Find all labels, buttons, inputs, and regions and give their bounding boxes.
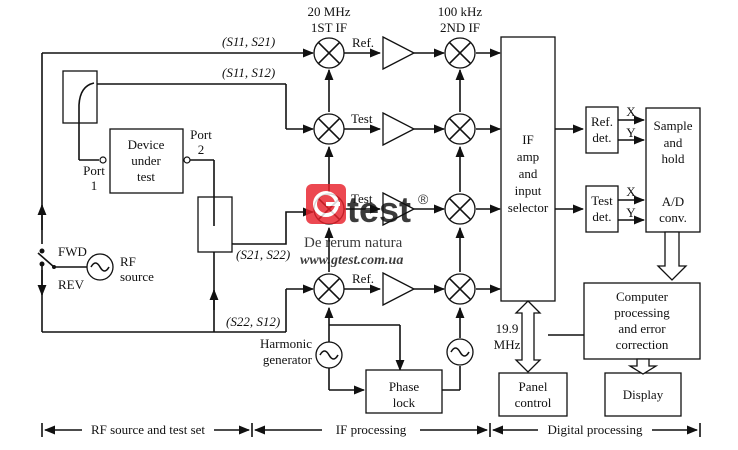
if-amp-selector-block bbox=[500, 36, 556, 302]
directional-coupler-port1 bbox=[62, 70, 98, 124]
computer-line-1: Computer bbox=[616, 289, 669, 304]
second-lo-source bbox=[446, 338, 474, 366]
section-divider bbox=[41, 423, 701, 437]
rev-label: REV bbox=[58, 277, 85, 292]
ref-det-line-1: Ref. bbox=[591, 114, 613, 129]
sample-line-1: Sample bbox=[654, 118, 693, 133]
amplifier-test-2 bbox=[382, 191, 416, 227]
watermark-logo-letters: test bbox=[347, 189, 411, 230]
panel-line-1: Panel bbox=[519, 379, 548, 394]
freq-199-label: 19.9 bbox=[496, 321, 519, 336]
test-det-line-2: det. bbox=[592, 209, 611, 224]
computer-line-2: processing bbox=[614, 305, 670, 320]
computer-block bbox=[583, 282, 701, 360]
port1-terminal bbox=[99, 156, 107, 164]
freq-mhz-label: MHz bbox=[494, 337, 521, 352]
sample-line-3: hold bbox=[661, 151, 685, 166]
computer-line-3: and error bbox=[618, 321, 666, 336]
mixer-2nd-ref-2 bbox=[444, 273, 476, 305]
dut-line-1: Device bbox=[128, 137, 165, 152]
watermark-registered: ® bbox=[418, 191, 429, 207]
section-if-label: IF processing bbox=[336, 422, 407, 437]
mixer-2nd-test-2 bbox=[444, 193, 476, 225]
panel-line-2: control bbox=[515, 395, 552, 410]
test-det-block bbox=[585, 185, 619, 233]
y-bottom-label: Y bbox=[626, 205, 636, 220]
directional-coupler-port2 bbox=[197, 196, 233, 253]
mixer-test-1 bbox=[313, 113, 345, 145]
harmonic-label: Harmonic bbox=[260, 336, 312, 351]
section-digital-label: Digital processing bbox=[548, 422, 643, 437]
mixer-2nd-test-1 bbox=[444, 113, 476, 145]
test-mid-label: Test bbox=[351, 191, 373, 206]
amplifier-ref-1 bbox=[382, 35, 416, 71]
s11-s12-label: (S11, S12) bbox=[222, 65, 275, 80]
port2-number: 2 bbox=[198, 142, 205, 157]
y-top-label: Y bbox=[626, 125, 636, 140]
dut-line-3: test bbox=[137, 169, 155, 184]
ad-line-2: conv. bbox=[659, 210, 687, 225]
display-block bbox=[604, 372, 682, 417]
ref-top-label: Ref. bbox=[352, 35, 374, 50]
if-amp-line-3: and bbox=[519, 166, 538, 181]
mixer-ref-1 bbox=[313, 37, 345, 69]
if-amp-line-2: amp bbox=[517, 149, 539, 164]
s11-s21-label: (S11, S21) bbox=[222, 34, 275, 49]
test-top-label: Test bbox=[351, 111, 373, 126]
ref-det-block bbox=[585, 106, 619, 154]
if1-label: 1ST IF bbox=[311, 20, 347, 35]
watermark: test ® De rerum natura www.gtest.com.ua bbox=[300, 184, 429, 268]
ref-det-line-2: det. bbox=[592, 130, 611, 145]
panel-control-block bbox=[498, 372, 568, 417]
x-top-label: X bbox=[626, 104, 636, 119]
fwd-rev-switch bbox=[37, 248, 56, 269]
computer-line-4: correction bbox=[616, 337, 669, 352]
port1-label: Port bbox=[83, 163, 105, 178]
s22-s12-label: (S22, S12) bbox=[226, 314, 280, 329]
device-under-test bbox=[109, 128, 184, 194]
display-label: Display bbox=[623, 387, 664, 402]
if2-label: 2ND IF bbox=[440, 20, 480, 35]
phase-line-1: Phase bbox=[389, 379, 420, 394]
if-amplifiers bbox=[382, 35, 416, 307]
phase-line-2: lock bbox=[393, 395, 416, 410]
mixer-ref-2 bbox=[313, 273, 345, 305]
if-amp-line-4: input bbox=[515, 183, 542, 198]
amplifier-ref-2 bbox=[382, 271, 416, 307]
ad-line-1: A/D bbox=[662, 194, 684, 209]
rf-source-label: RF bbox=[120, 254, 136, 269]
if1-freq-label: 20 MHz bbox=[308, 4, 351, 19]
test-det-line-1: Test bbox=[591, 193, 613, 208]
if-amp-line-5: selector bbox=[508, 200, 549, 215]
harmonic-generator bbox=[315, 341, 343, 369]
s21-s22-label: (S21, S22) bbox=[236, 247, 290, 262]
sample-line-2: and bbox=[664, 135, 683, 150]
amplifier-test-1 bbox=[382, 111, 416, 147]
port1-number: 1 bbox=[91, 178, 98, 193]
x-bottom-label: X bbox=[626, 184, 636, 199]
bus-arrows bbox=[514, 231, 688, 375]
rf-source-label-2: source bbox=[120, 269, 154, 284]
fwd-label: FWD bbox=[58, 244, 87, 259]
mixer-2nd-ref-1 bbox=[444, 37, 476, 69]
port2-terminal bbox=[183, 156, 191, 164]
section-rf-label: RF source and test set bbox=[91, 422, 205, 437]
dut-line-2: under bbox=[131, 153, 161, 168]
generator-label: generator bbox=[263, 352, 313, 367]
ref-bottom-label: Ref. bbox=[352, 271, 374, 286]
rf-source bbox=[86, 253, 114, 281]
phase-lock-block bbox=[365, 369, 443, 414]
watermark-url: www.gtest.com.ua bbox=[300, 253, 403, 268]
port2-label: Port bbox=[190, 127, 212, 142]
if2-freq-label: 100 kHz bbox=[438, 4, 483, 19]
watermark-tagline: De rerum natura bbox=[304, 235, 403, 251]
if-amp-line-1: IF bbox=[522, 132, 534, 147]
